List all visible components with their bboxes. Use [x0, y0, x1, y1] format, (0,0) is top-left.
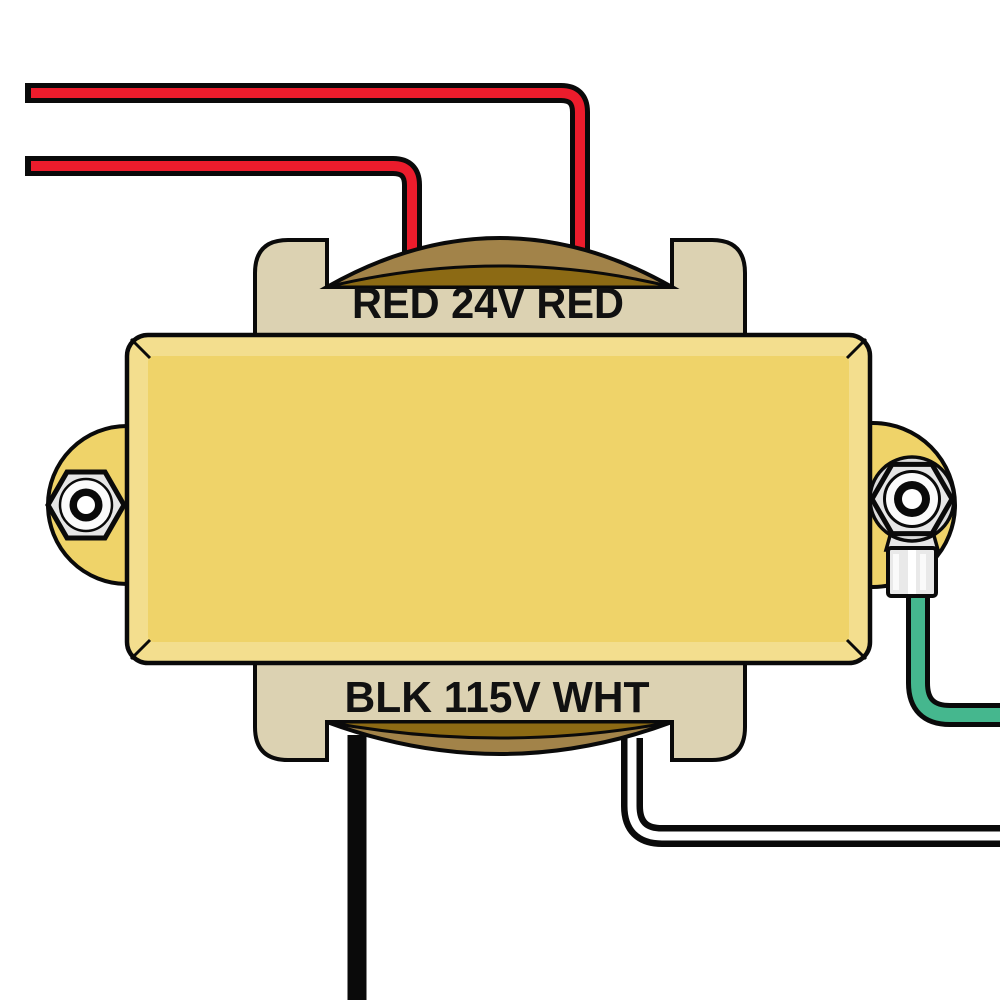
red-wire-2-outline — [25, 156, 422, 258]
white-wire — [627, 738, 1000, 841]
body-face — [148, 356, 849, 642]
corner-tick-bottom-left — [129, 638, 152, 661]
crimp-barrel-highlight-right — [920, 554, 926, 590]
secondary-voltage-label: RED 24V RED — [352, 279, 624, 328]
secondary-red-wires — [25, 83, 590, 260]
green-wire — [911, 580, 1000, 722]
primary-voltage-label: BLK 115V WHT — [345, 673, 650, 722]
corner-tick-bottom-right — [845, 638, 868, 661]
left-screw-hole — [77, 496, 95, 514]
corner-tick-top-right — [845, 337, 868, 360]
ground-wire — [906, 580, 1000, 727]
left-mount-nut — [45, 469, 127, 541]
green-wire-outline — [906, 580, 1000, 727]
top-coil — [319, 236, 680, 289]
transformer-body — [124, 332, 873, 666]
red-wire-2 — [31, 161, 417, 258]
bottom-coil-inner-band — [326, 720, 673, 740]
red-wire-1-outline — [25, 83, 590, 260]
primary-wires — [347, 735, 1000, 1000]
ground-ring-terminal — [868, 455, 956, 598]
red-wire-1 — [31, 88, 585, 260]
right-screw-hole — [902, 489, 922, 509]
body-corner-ticks — [129, 337, 868, 661]
corner-tick-top-left — [129, 337, 152, 360]
top-coil-inner-band — [326, 264, 673, 289]
bottom-coil — [326, 720, 673, 756]
crimp-barrel-gap — [908, 550, 916, 594]
crimp-barrel-highlight-left — [893, 554, 899, 590]
